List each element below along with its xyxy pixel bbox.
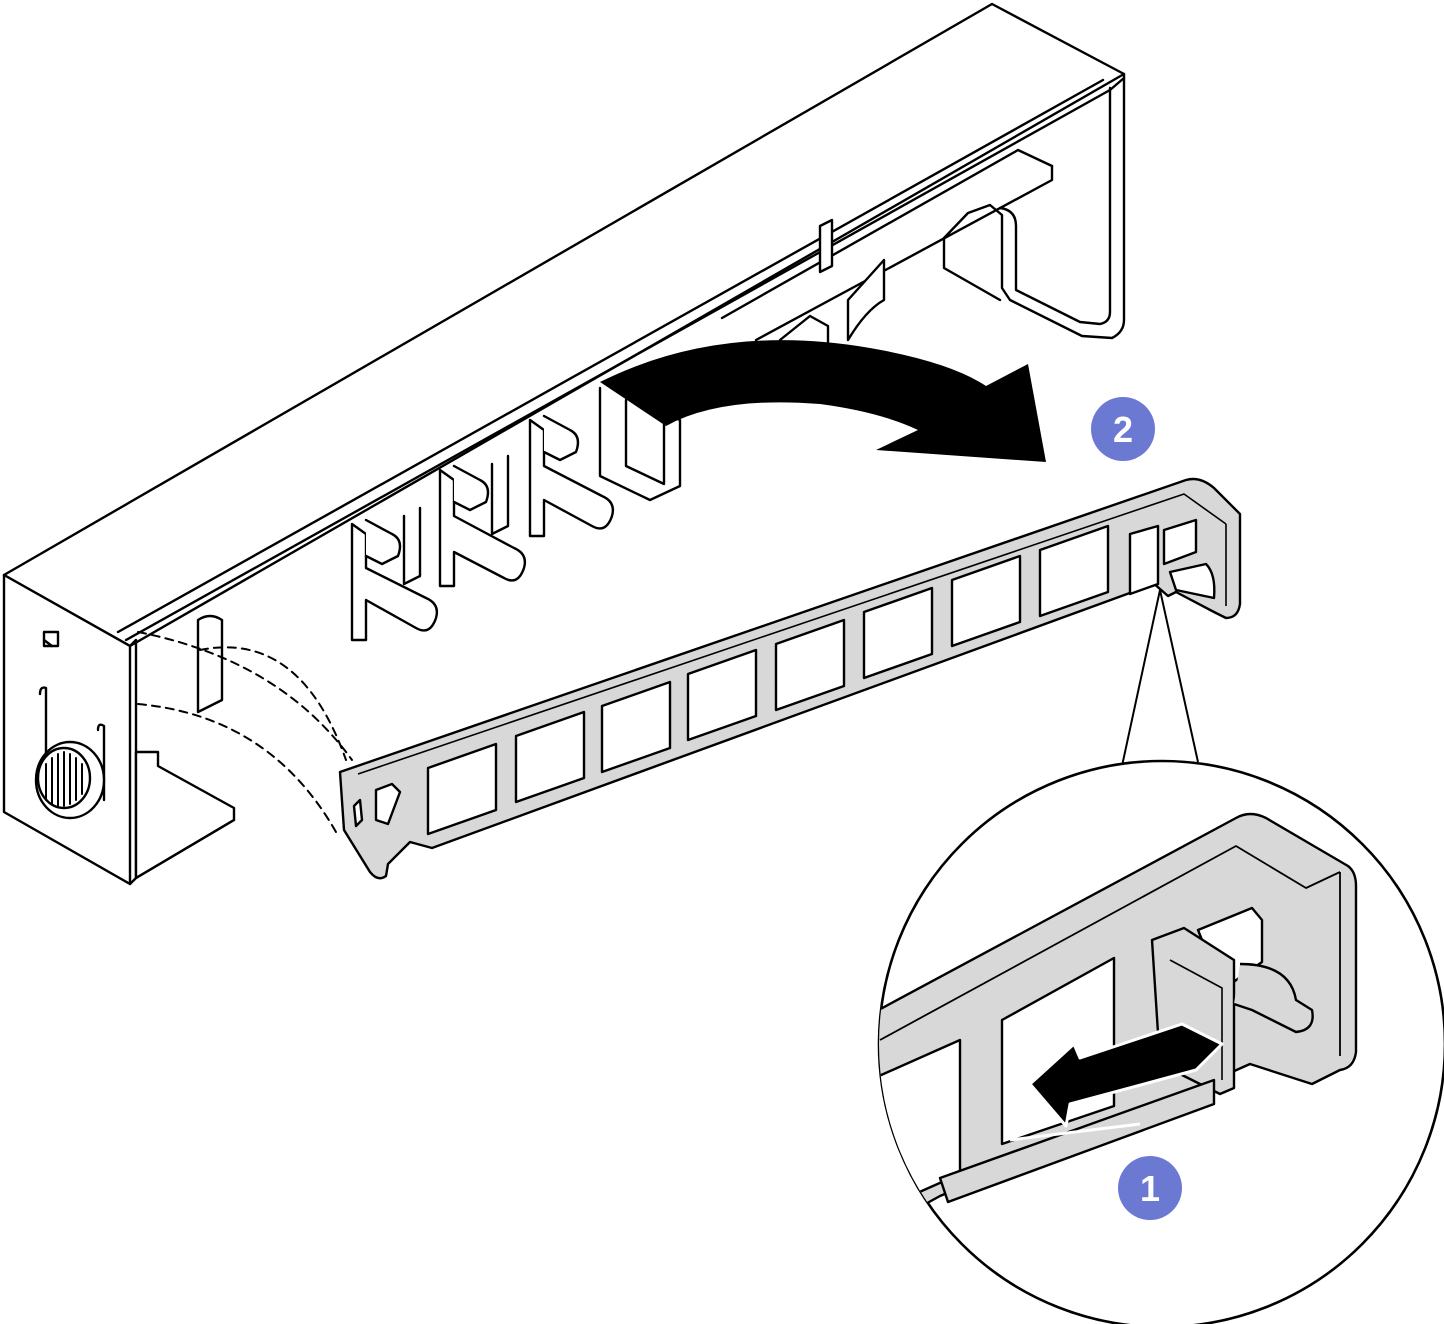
callout-step-2-label: 2 [1113,409,1133,450]
callout-step-1-label: 1 [1140,1168,1160,1209]
slide-arrow-icon [1028,1022,1224,1128]
callout-step-2: 2 [1091,397,1155,461]
callout-badge-icon [1118,1156,1182,1220]
callout-badge-icon [1091,397,1155,461]
thumbscrew-icon [34,740,106,820]
hinge-path-upper [137,631,353,761]
rotation-arrow-icon [600,340,1046,462]
chassis-foot [134,750,236,880]
magnifier-leader [1121,589,1199,767]
chassis-latch-posts [196,218,886,714]
chassis-rear-frame [942,72,1126,340]
chassis-top-face [2,2,1126,648]
magnifier-detail-icon [877,759,1444,1324]
hinge-path-lower [137,703,337,833]
chassis-assembly [2,2,1126,886]
security-bezel [338,477,1242,880]
callout-step-1: 1 [1118,1156,1182,1220]
